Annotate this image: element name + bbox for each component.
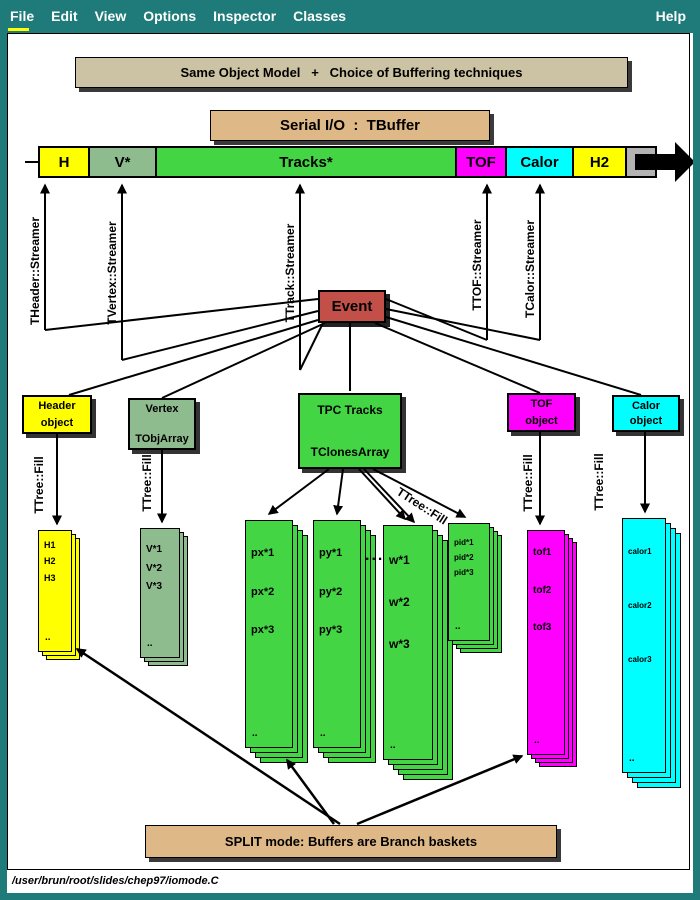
object-box-tof: TOF object — [507, 393, 576, 432]
buffer-segment-calor: Calor — [505, 146, 574, 178]
menu-view[interactable]: View — [94, 8, 127, 24]
menu-inspector[interactable]: Inspector — [213, 8, 277, 24]
buffer-segment-tracks: Tracks* — [155, 146, 457, 178]
basket-stack-tof: tof1 tof2 tof3 .. — [527, 530, 577, 767]
basket-stack-vertex: V*1 V*2 V*3 .. — [140, 528, 188, 666]
buffer-segment-v: V* — [88, 146, 157, 178]
menu-edit[interactable]: Edit — [51, 8, 78, 24]
ellipsis-dots: ... — [365, 547, 385, 564]
object-box-header: Header object — [22, 395, 92, 434]
status-file-path: /user/brun/root/slides/chep97/iomode.C — [12, 875, 219, 887]
buffer-segment-end — [625, 146, 657, 178]
menu-file[interactable]: File — [10, 8, 35, 24]
basket-stack-pid: pid*1 pid*2 pid*3 .. — [448, 523, 502, 653]
menu-help[interactable]: Help — [655, 8, 686, 24]
buffer-segment-tof: TOF — [455, 146, 507, 178]
file-menu-underline — [8, 28, 29, 31]
buffer-segment-h2: H2 — [572, 146, 627, 178]
pad-border — [7, 33, 690, 870]
object-box-vertex: Vertex TObjArray — [128, 398, 196, 450]
menu-classes[interactable]: Classes — [293, 8, 347, 24]
basket-stack-header: H1 H2 H3 .. — [38, 530, 80, 660]
basket-stack-calor: calor1 calor2 calor3 .. — [622, 518, 681, 788]
basket-stack-px: px*1 px*2 px*3 .. — [245, 520, 308, 763]
basket-stack-w: w*1 w*2 w*3 .. — [383, 525, 453, 780]
title-serial-io-tbuffer: Serial I/O : TBuffer — [210, 110, 490, 141]
object-box-calor: Calor object — [612, 395, 680, 432]
basket-stack-py: py*1 py*2 py*3 .. — [313, 520, 376, 763]
menu-options[interactable]: Options — [143, 8, 197, 24]
event-box: Event — [318, 290, 386, 323]
object-box-tpc-tracks: TPC Tracks TClonesArray — [298, 393, 402, 469]
canvas-pad[interactable]: Same Object Model + Choice of Buffering … — [7, 33, 693, 893]
split-mode-caption: SPLIT mode: Buffers are Branch baskets — [145, 825, 557, 858]
title-object-model: Same Object Model + Choice of Buffering … — [75, 57, 628, 88]
menubar: File Edit View Options Inspector Classes… — [0, 0, 700, 32]
buffer-segment-h: H — [38, 146, 90, 178]
